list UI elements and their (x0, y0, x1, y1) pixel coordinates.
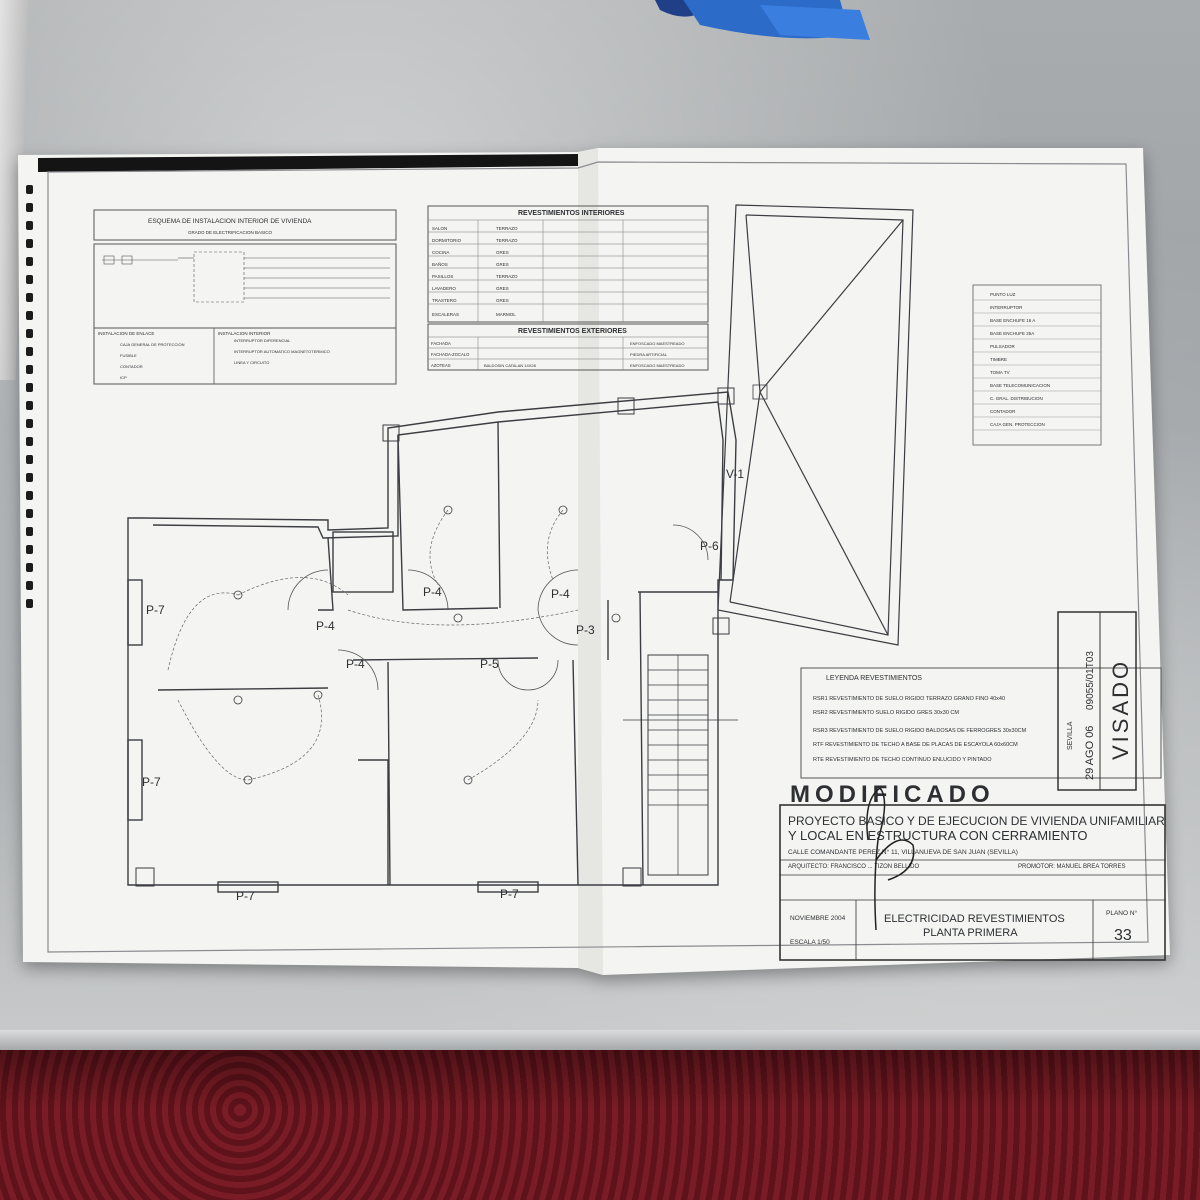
enlace-item-2: FUSIBLE (120, 353, 137, 358)
visado-place: SEVILLA (1067, 721, 1074, 750)
label-p4-d: P-4 (551, 587, 570, 601)
symbol-legend-10: CONTADOR (990, 409, 1016, 414)
symbol-legend-3: BASE ENCHUFE 16 A (990, 318, 1035, 323)
symbol-legend-7: TOMA TV (990, 370, 1010, 375)
label-p6: P-6 (700, 539, 719, 553)
rev-ext-value-2: PIEDRA ARTIFICIAL (630, 352, 668, 357)
project-line-1: PROYECTO BASICO Y DE EJECUCION DE VIVIEN… (788, 814, 1165, 828)
rev-int-suelo-5: TERRAZO (496, 274, 518, 279)
red-fabric (0, 1050, 1200, 1200)
visado-word: VISADO (1108, 659, 1133, 760)
leyenda-rev-item-1: RSR1 REVESTIMIENTO DE SUELO RIGIDO TERRA… (813, 696, 1005, 702)
symbols-legend: PUNTO LUZ INTERRUPTOR BASE ENCHUFE 16 A … (972, 284, 1102, 446)
interior-item-1: INTERRUPTOR DIFERENCIAL (234, 338, 291, 343)
leyenda-rev-item-2: RSR2 REVESTIMIENTO SUELO RIGIDO GRES 30x… (813, 710, 959, 716)
legend-subtitle: GRADO DE ELECTRIFICACION BASICO (188, 230, 273, 235)
leyenda-rev-item-3: RSR3 REVESTIMIENTO DE SUELO RIGIDO BALDO… (813, 728, 1027, 734)
label-p4-c: P-4 (423, 585, 442, 599)
label-p7-bot-1: P-7 (236, 889, 255, 903)
rev-int-room-1: SALON (432, 226, 447, 231)
label-p4-a: P-4 (316, 619, 335, 633)
symbol-legend-11: CAJA GEN. PROTECCION (990, 422, 1045, 427)
plan-sheet: ESQUEMA DE INSTALACION INTERIOR DE VIVIE… (18, 140, 1188, 980)
rev-int-suelo-2: TERRAZO (496, 238, 518, 243)
leyenda-rev-item-5: RTE REVESTIMIENTO DE TECHO CONTINUO ENLU… (813, 757, 992, 763)
arquitecto: ARQUITECTO: FRANCISCO ... TIZON BELLIDO (788, 864, 919, 870)
enlace-item-4: ICP (120, 375, 127, 380)
drawing-scale: ESCALA 1/50 (790, 939, 830, 946)
rev-int-room-2: DORMITORIO (432, 238, 462, 243)
symbol-legend-1: PUNTO LUZ (990, 292, 1016, 297)
symbol-legend-5: PULSADOR (990, 344, 1016, 349)
legend-title: ESQUEMA DE INSTALACION INTERIOR DE VIVIE… (148, 218, 312, 225)
rev-int-room-5: PASILLOS (432, 274, 453, 279)
rev-int-suelo-8: MARMOL (496, 312, 516, 317)
rev-int-room-7: TRASTERO (432, 298, 457, 303)
title-block: MODIFICADO PROYECTO BASICO Y DE EJECUCIO… (779, 781, 1166, 961)
rev-ext-extra-3: ENFOSCADO MAESTREADO (630, 363, 684, 368)
label-p4-b: P-4 (346, 657, 365, 671)
label-p7-bot-2: P-7 (500, 887, 519, 901)
symbol-legend-9: C. GRAL. DISTRIBUCION (990, 396, 1043, 401)
rev-int-room-4: BAÑOS (432, 261, 448, 267)
rev-int-room-6: LAVADERO (432, 286, 456, 291)
floor-plan (127, 387, 738, 893)
promotor: PROMOTOR: MANUEL BREA TORRES (1018, 864, 1125, 870)
symbol-legend-4: BASE ENCHUFE 25A (990, 331, 1034, 336)
rev-ext-value-1: ENFOSCADO MAESTREADO (630, 341, 684, 346)
visado-date: 29 AGO 06 (1084, 726, 1096, 780)
modificado-stamp: MODIFICADO (790, 781, 995, 808)
plan-title-2: PLANTA PRIMERA (923, 927, 1018, 939)
label-p3: P-3 (576, 623, 595, 637)
revestimientos-interiores-table: REVESTIMIENTOS INTERIORES SALON TERRAZO (427, 205, 709, 323)
rev-int-room-3: COCINA (432, 250, 450, 255)
project-address: CALLE COMANDANTE PEREZ N° 11, VILLANUEVA… (788, 848, 1018, 856)
enlace-item-1: CAJA GENERAL DE PROTECCION (120, 342, 185, 347)
symbol-legend-2: INTERRUPTOR (990, 305, 1023, 310)
rev-int-suelo-1: TERRAZO (496, 226, 518, 231)
project-line-2: Y LOCAL EN ESTRUCTURA CON CERRAMIENTO (788, 828, 1088, 843)
plano-number: 33 (1114, 927, 1132, 944)
interior-item-3: LINEA Y CIRCUITO (234, 360, 269, 365)
rev-int-suelo-6: GRES (496, 286, 509, 291)
leyenda-revestimientos: LEYENDA REVESTIMIENTOS RSR1 REVESTIMIENT… (800, 667, 1162, 779)
enlace-header: INSTALACION DE ENLACE (98, 331, 154, 336)
visado-number: 09055/01T03 (1085, 651, 1096, 710)
rev-int-room-8: ESCALERAS (432, 312, 459, 317)
installation-legend-block: ESQUEMA DE INSTALACION INTERIOR DE VIVIE… (93, 209, 397, 385)
blue-strap (655, 0, 870, 40)
rev-ext-name-3: AZOTEAS (431, 363, 451, 368)
rev-int-suelo-4: GRES (496, 262, 509, 267)
plan-drawing: ESQUEMA DE INSTALACION INTERIOR DE VIVIE… (18, 148, 1170, 975)
drawing-date: NOVIEMBRE 2004 (790, 915, 846, 922)
rev-int-suelo-7: GRES (496, 298, 509, 303)
label-p7-top: P-7 (146, 603, 165, 617)
enlace-item-3: CONTADOR (120, 364, 143, 369)
interior-header: INSTALACION INTERIOR (218, 331, 271, 336)
rev-ext-title: REVESTIMIENTOS EXTERIORES (518, 328, 627, 335)
interior-item-2: INTERRUPTOR AUTOMATICO MAGNETOTERMICO (234, 349, 330, 354)
visado-stamp: VISADO 29 AGO 06 09055/01T03 SEVILLA (1057, 611, 1137, 791)
symbol-legend-8: BASE TELECOMUNICACION (990, 383, 1050, 388)
plano-label: PLANO N° (1106, 909, 1138, 917)
label-p7-mid: P-7 (142, 775, 161, 789)
rev-ext-name-1: FACHADA (431, 341, 451, 346)
signature (866, 786, 915, 931)
symbol-legend-6: TIMBRE (990, 357, 1007, 362)
plan-title-1: ELECTRICIDAD REVESTIMIENTOS (884, 913, 1065, 925)
terrace-plan (717, 204, 914, 646)
rev-ext-name-2: FACHADA-ZOCALO (431, 352, 470, 357)
binder-holes (24, 185, 38, 945)
rev-int-suelo-3: GRES (496, 250, 509, 255)
leyenda-rev-title: LEYENDA REVESTIMIENTOS (826, 675, 922, 682)
label-v1: V-1 (726, 467, 744, 481)
rev-ext-value-3: BALDOSIN CATALAN 14X28 (484, 363, 537, 368)
leyenda-rev-item-4: RTF REVESTIMIENTO DE TECHO A BASE DE PLA… (813, 742, 1018, 748)
label-p5: P-5 (480, 657, 499, 671)
rev-int-title: REVESTIMIENTOS INTERIORES (518, 210, 625, 217)
revestimientos-exteriores-table: REVESTIMIENTOS EXTERIORES FACHADA ENFOSC… (427, 323, 709, 371)
